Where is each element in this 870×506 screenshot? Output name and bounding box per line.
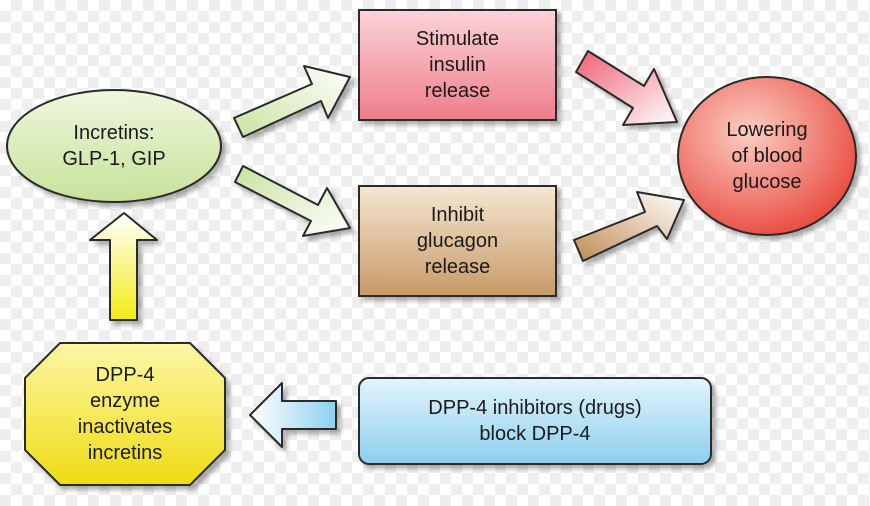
dpp4-enzyme-label: DPP-4 enzyme inactivates incretins xyxy=(77,364,173,464)
inhibit-glucagon-label: Inhibit glucagon release xyxy=(416,204,499,278)
dpp4-inhibitors-label: DPP-4 inhibitors (drugs) block DPP-4 xyxy=(428,397,642,445)
arrow-glucagon-to-lowering xyxy=(573,191,685,262)
incretins-label: Incretins: GLP-1, GIP xyxy=(62,122,166,170)
arrow-incretins-to-insulin xyxy=(233,65,351,138)
lowering-glucose-node xyxy=(677,76,857,236)
stimulate-insulin-label: Stimulate insulin release xyxy=(415,28,500,102)
stimulate-insulin-node xyxy=(358,9,557,121)
dpp4-enzyme-node xyxy=(24,342,226,486)
inhibit-glucagon-node xyxy=(358,185,557,297)
arrow-inhibitors-to-dpp4 xyxy=(249,382,337,448)
arrow-dpp4-to-incretins xyxy=(89,212,158,321)
arrow-insulin-to-lowering xyxy=(575,50,678,126)
incretins-node xyxy=(6,89,222,203)
lowering-glucose-label: Lowering of blood glucose xyxy=(726,119,808,193)
arrow-incretins-to-glucagon xyxy=(234,165,351,237)
dpp4-inhibitors-node xyxy=(358,377,712,465)
